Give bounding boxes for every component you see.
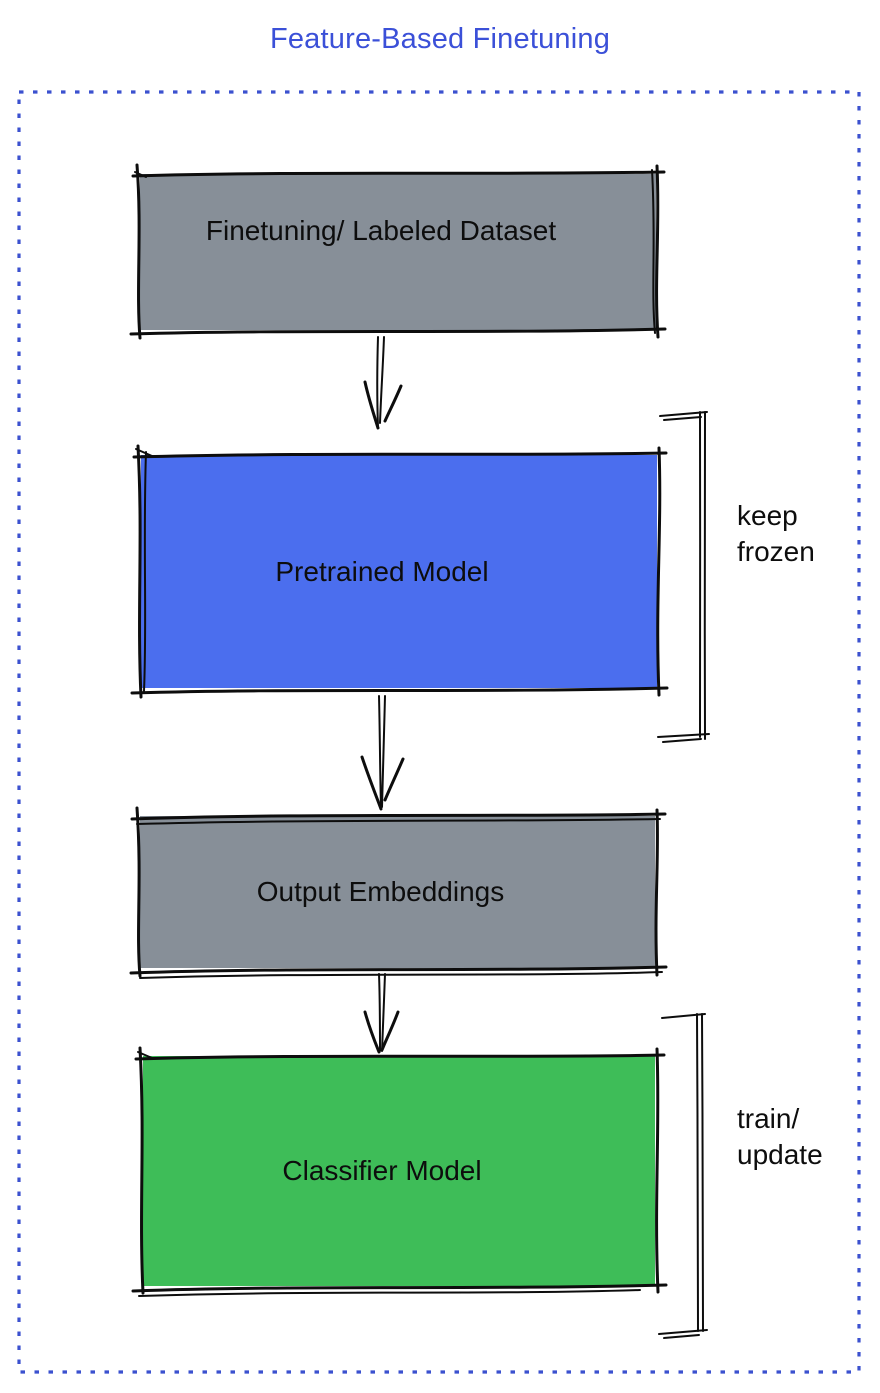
node-output-embeddings: Output Embeddings [140, 816, 655, 968]
node-finetuning-dataset-label: Finetuning/ Labeled Dataset [205, 215, 557, 246]
node-classifier-model: Classifier Model [143, 1056, 655, 1286]
node-pretrained-model-label: Pretrained Model [275, 555, 489, 587]
node-pretrained-model: Pretrained Model [141, 455, 657, 688]
arrow-pretrained-to-embeddings-icon [360, 695, 405, 811]
node-finetuning-dataset: Finetuning/ Labeled Dataset [140, 174, 656, 330]
annotation-keep-frozen: keep frozen [737, 500, 815, 567]
node-classifier-model-label: Classifier Model [282, 1155, 482, 1186]
page-title: Feature-Based Finetuning [269, 23, 611, 55]
bracket-keep-frozen [657, 411, 710, 743]
annotation-train-update: train/ update [737, 1103, 823, 1170]
node-output-embeddings-label: Output Embeddings [256, 876, 505, 907]
arrow-dataset-to-pretrained-icon [363, 336, 403, 430]
arrow-embeddings-to-classifier-icon [363, 973, 400, 1054]
bracket-train-update [658, 1013, 708, 1339]
